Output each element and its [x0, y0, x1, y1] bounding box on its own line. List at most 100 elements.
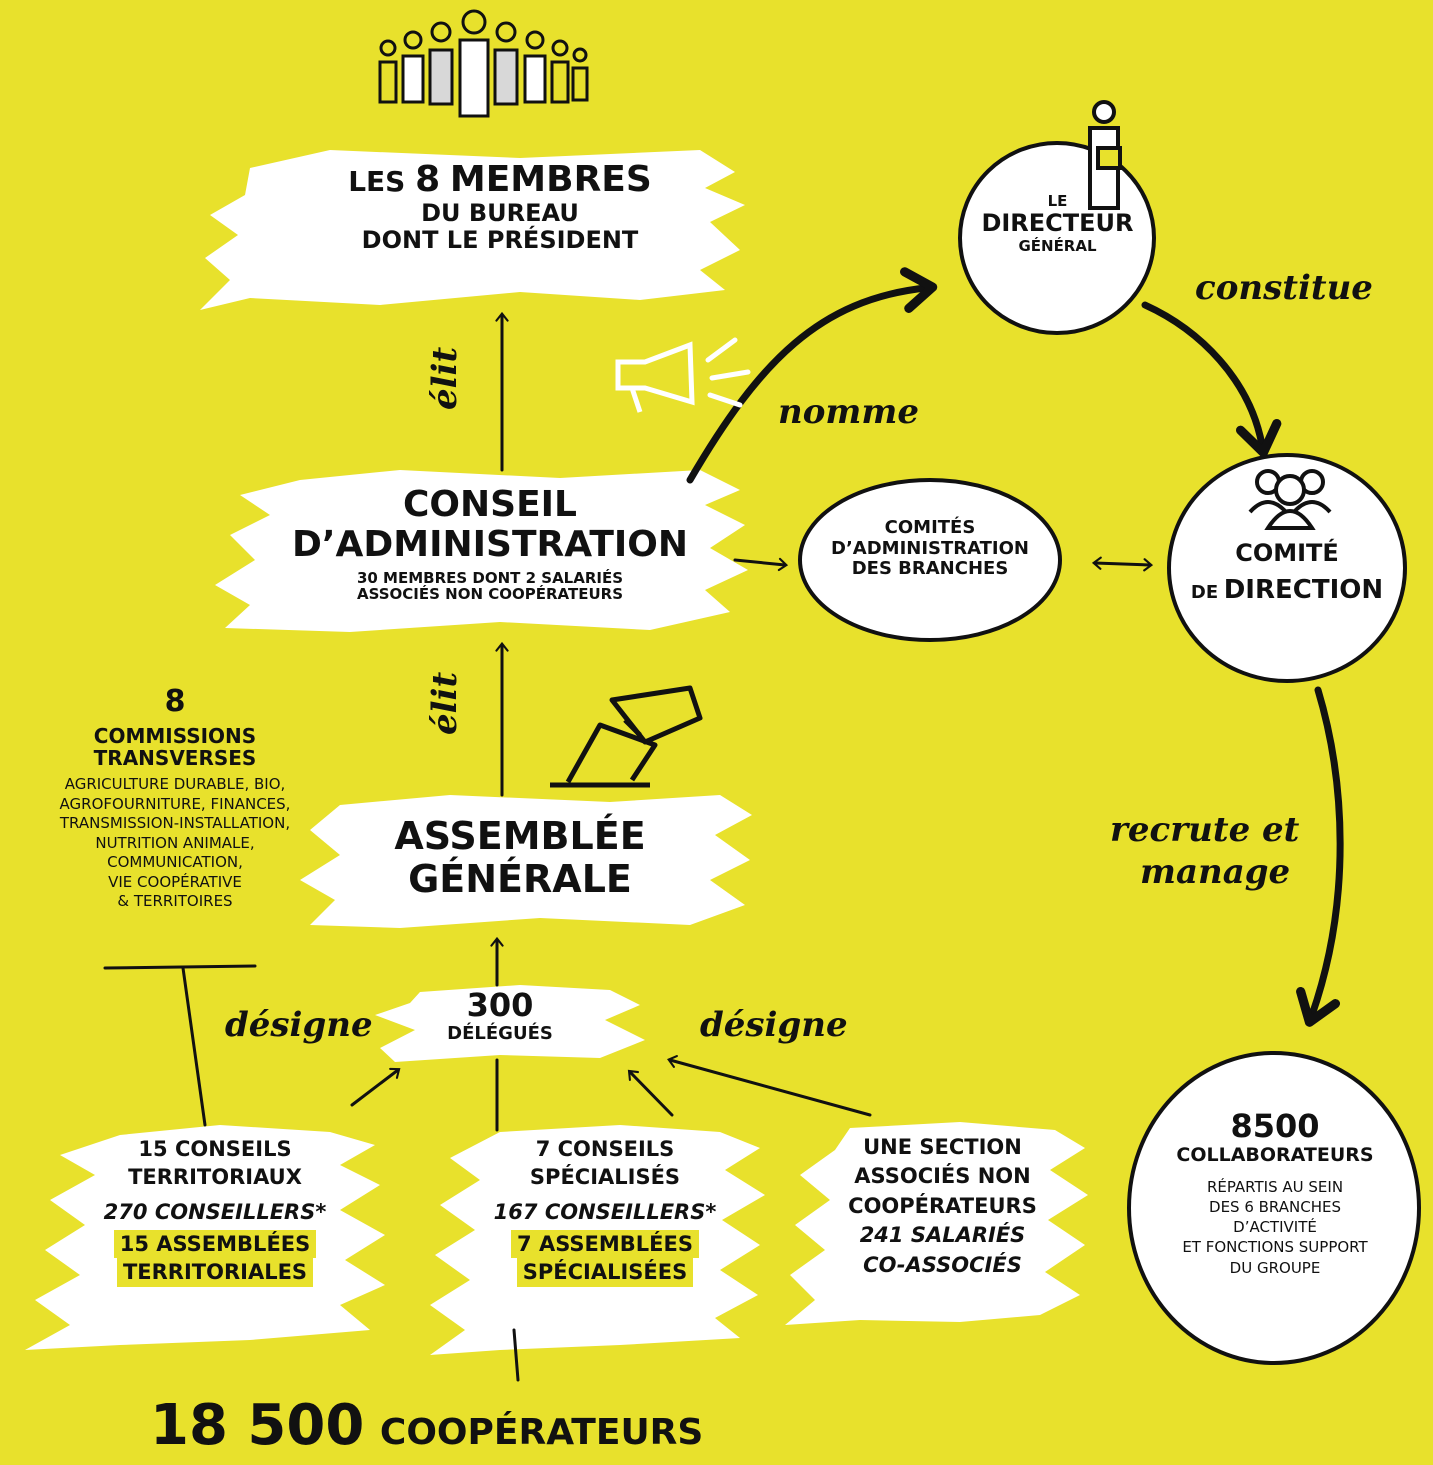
comite-direction-line1: Comité [1235, 539, 1339, 567]
brush-section [785, 1122, 1088, 1325]
comite-direction-prefix: de [1190, 581, 1219, 603]
territoriaux-conseillers: 270 conseillers* [103, 1199, 327, 1224]
delegues-block: 300 délégués [400, 986, 600, 1044]
verb-elit-top: élit [425, 346, 465, 410]
delegues-number: 300 [466, 986, 534, 1024]
cooperateurs-block: 18 500 coopérateurs [150, 1393, 930, 1458]
arrow-specialises-to-delegues [627, 1069, 674, 1117]
team-icon [1248, 469, 1332, 530]
bureau-number: 8 [415, 159, 441, 200]
arrow-constitue [1141, 301, 1282, 458]
commissions-title1: commissions [93, 723, 257, 748]
verb-elit-bottom: élit [425, 671, 465, 735]
collaborateurs-desc: et fonctions support [1182, 1238, 1368, 1257]
commission-item: vie coopérative [108, 872, 242, 891]
territoriaux-assemblees2: territoriales [116, 1258, 314, 1287]
comite-direction-text: Comité de direction [1172, 539, 1402, 605]
circle-comites-branches [798, 478, 1062, 642]
section-salaries2: co-associés [863, 1252, 1022, 1277]
verb-designe-left: désigne [225, 1005, 373, 1045]
bureau-line3: dont le président [361, 226, 639, 255]
line-cooperateurs-to-specialises [512, 1328, 520, 1382]
section-line2: associés non [854, 1164, 1031, 1189]
collaborateurs-desc: d’activité [1233, 1218, 1317, 1237]
arrow-recrute [1296, 686, 1344, 1027]
commission-item: transmission-installation, [59, 814, 291, 833]
brush-bureau [200, 150, 745, 310]
assemblee-line1: Assemblée [394, 814, 646, 858]
conseil-sub1: 30 membres dont 2 salariés [356, 568, 624, 587]
line-commissions-to-territoriaux [181, 966, 207, 1127]
commission-item: nutrition animale, [95, 833, 255, 852]
bureau-prefix: Les [348, 165, 406, 198]
specialises-line1: 7 conseils [535, 1137, 675, 1161]
person-thumbs-up-icon [1088, 100, 1122, 210]
territoriaux-assemblees1: 15 assemblées [113, 1230, 317, 1259]
brush-assemblee [300, 795, 752, 928]
assemblee-line2: générale [408, 856, 632, 901]
section-block: Une section associés non coopérateurs 24… [810, 1133, 1075, 1280]
collaborateurs-label: collaborateurs [1176, 1143, 1374, 1166]
directeur-text: Le directeur général [960, 192, 1155, 255]
connectors [103, 311, 1154, 1382]
directeur-line2: directeur [981, 209, 1134, 238]
cooperateurs-number: 18 500 [150, 1393, 365, 1458]
megaphone-icon [615, 337, 751, 413]
circle-collaborateurs [1127, 1051, 1421, 1365]
commission-item: agrofourniture, finances, [59, 794, 291, 813]
specialises-assemblees2: spécialisées [516, 1258, 694, 1287]
conseil-block: Conseil d’administration 30 membres dont… [230, 484, 750, 604]
territoriaux-line1: 15 conseils [138, 1137, 292, 1161]
arrow-territoriaux-to-delegues [350, 1067, 401, 1107]
comites-line3: des branches [851, 558, 1009, 580]
commissions-block: 8 commissions transverses Agriculture du… [20, 685, 330, 912]
collaborateurs-desc: du groupe [1229, 1258, 1321, 1277]
collaborateurs-number: 8500 [1230, 1107, 1320, 1145]
bureau-line2: du bureau [421, 199, 579, 228]
bureau-block: Les 8 membres du bureau dont le présiden… [300, 159, 700, 255]
territoriaux-line2: territoriaux [128, 1165, 302, 1190]
commission-item: communication, [107, 853, 243, 872]
arrow-comites-comite-direction [1091, 556, 1154, 572]
verb-recrute: recrute et [1110, 810, 1300, 850]
comites-line2: d’administration [831, 537, 1029, 559]
specialises-assemblees1: 7 assemblées [511, 1230, 699, 1259]
circle-comite-direction [1167, 453, 1407, 683]
commissions-items: Agriculture durable, bio, agrofourniture… [20, 775, 330, 912]
verb-constitue: constitue [1195, 268, 1373, 308]
cooperateurs-label: coopérateurs [379, 1412, 704, 1453]
bureau-word: membres [449, 159, 652, 200]
verb-nomme: nomme [778, 392, 919, 432]
arrow-nomme [686, 267, 938, 484]
collaborateurs-desc: des 6 branches [1209, 1197, 1341, 1216]
directeur-line3: général [1018, 236, 1097, 255]
commission-item: & territoires [117, 892, 233, 911]
verb-manage: manage [1140, 852, 1291, 892]
ballot-box-icon [550, 685, 703, 788]
delegues-label: délégués [447, 1022, 553, 1044]
specialises-block: 7 conseils spécialisés 167 conseillers* … [455, 1135, 755, 1287]
specialises-conseillers: 167 conseillers* [493, 1199, 717, 1224]
crowd-icon [378, 9, 589, 118]
brush-delegues [375, 985, 645, 1062]
arrow-section-to-delegues [667, 1055, 872, 1117]
commissions-number: 8 [164, 684, 186, 719]
specialises-line2: spécialisés [529, 1165, 681, 1190]
collaborateurs-desc: Répartis au sein [1206, 1177, 1344, 1196]
collaborateurs-text: 8500 collaborateurs Répartis au sein des… [1140, 1108, 1410, 1278]
verb-designe-right: désigne [700, 1005, 848, 1045]
assemblee-block: Assemblée générale [320, 815, 720, 900]
comites-branches-text: Comités d’administration des branches [810, 517, 1050, 580]
commissions-title2: transverses [93, 745, 257, 770]
conseil-title1: Conseil [402, 484, 577, 525]
thick-arrows [686, 267, 1344, 1027]
comites-line1: Comités [884, 517, 976, 538]
section-line3: coopérateurs [848, 1193, 1037, 1218]
directeur-line1: Le [1047, 192, 1068, 210]
conseil-title2: d’administration [292, 524, 688, 566]
section-line1: Une section [863, 1135, 1022, 1159]
territoriaux-block: 15 conseils territoriaux 270 conseillers… [60, 1135, 370, 1287]
section-salaries1: 241 salariés [859, 1223, 1026, 1248]
conseil-sub2: associés non coopérateurs [357, 585, 623, 604]
